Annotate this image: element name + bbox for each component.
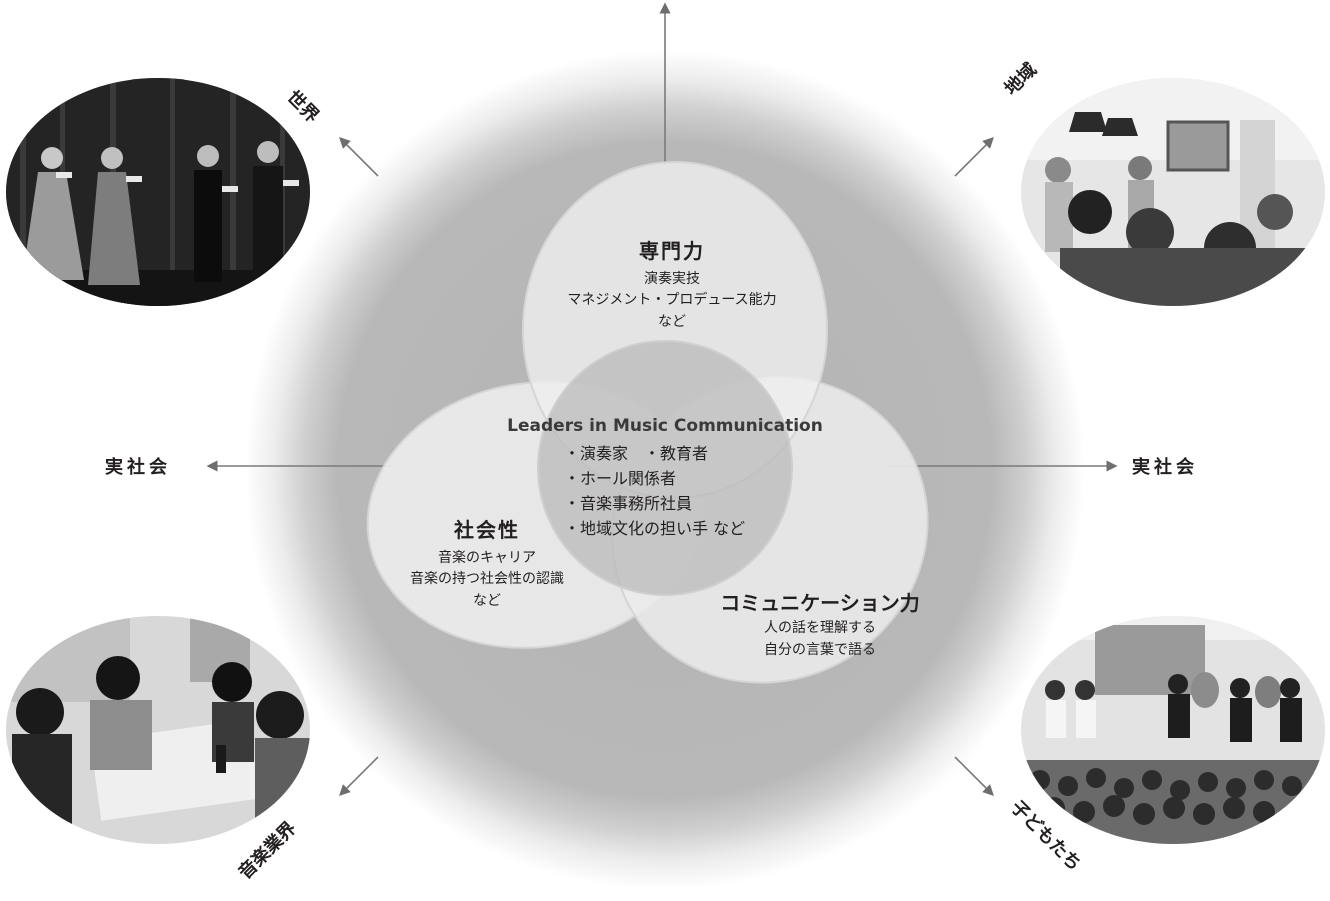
communication-line-2: 自分の言葉で語る (764, 642, 876, 658)
communication-text: コミュニケーション力 人の話を理解する 自分の言葉で語る (720, 591, 920, 658)
communication-title: コミュニケーション力 (720, 591, 920, 615)
expertise-line-2: マネジメント・プロデュース能力 (567, 291, 776, 308)
social-title: 社会性 (453, 518, 520, 542)
corner-label-world: 世界 (282, 87, 322, 127)
stage-singers-photo (6, 78, 310, 306)
arrow-bottom-right (954, 756, 994, 796)
expertise-line-1: 演奏実技 (644, 271, 700, 287)
social-line-3: など (473, 593, 501, 609)
communication-line-1: 人の話を理解する (764, 619, 876, 636)
social-line-1: 音楽のキャリア (438, 549, 536, 566)
social-line-2: 音楽の持つ社会性の認識 (410, 570, 564, 587)
center-item-4: ・地域文化の担い手 など (564, 519, 745, 538)
expertise-line-3: など (658, 314, 686, 330)
expertise-title: 専門力 (639, 239, 705, 263)
corner-label-music-industry: 音楽業界 (234, 817, 300, 883)
axis-label-left: 実社会 (105, 456, 171, 478)
corner-label-region: 地域 (1000, 59, 1041, 100)
center-item-1: ・演奏家 ・教育者 (564, 444, 708, 463)
expertise-text: 専門力 演奏実技 マネジメント・プロデュース能力 など (567, 239, 776, 330)
center-item-3: ・音楽事務所社員 (564, 494, 692, 513)
brass-ensemble-children-photo (1021, 616, 1325, 844)
venn (366, 161, 929, 684)
center-text: Leaders in Music Communication ・演奏家 ・教育者… (507, 416, 823, 538)
axis-label-right: 実社会 (1132, 456, 1198, 478)
center-title: Leaders in Music Communication (507, 416, 823, 436)
arrow-bottom-left (339, 756, 379, 796)
center-item-2: ・ホール関係者 (564, 469, 676, 488)
students-discussion-photo (6, 616, 310, 844)
center-overlap (537, 340, 793, 596)
arrow-top-left (339, 137, 379, 177)
axes (206, 2, 1118, 796)
community-flute-photo (1021, 78, 1325, 306)
social-text: 社会性 音楽のキャリア 音楽の持つ社会性の認識 など (410, 518, 564, 609)
arrow-top-right (954, 137, 994, 177)
